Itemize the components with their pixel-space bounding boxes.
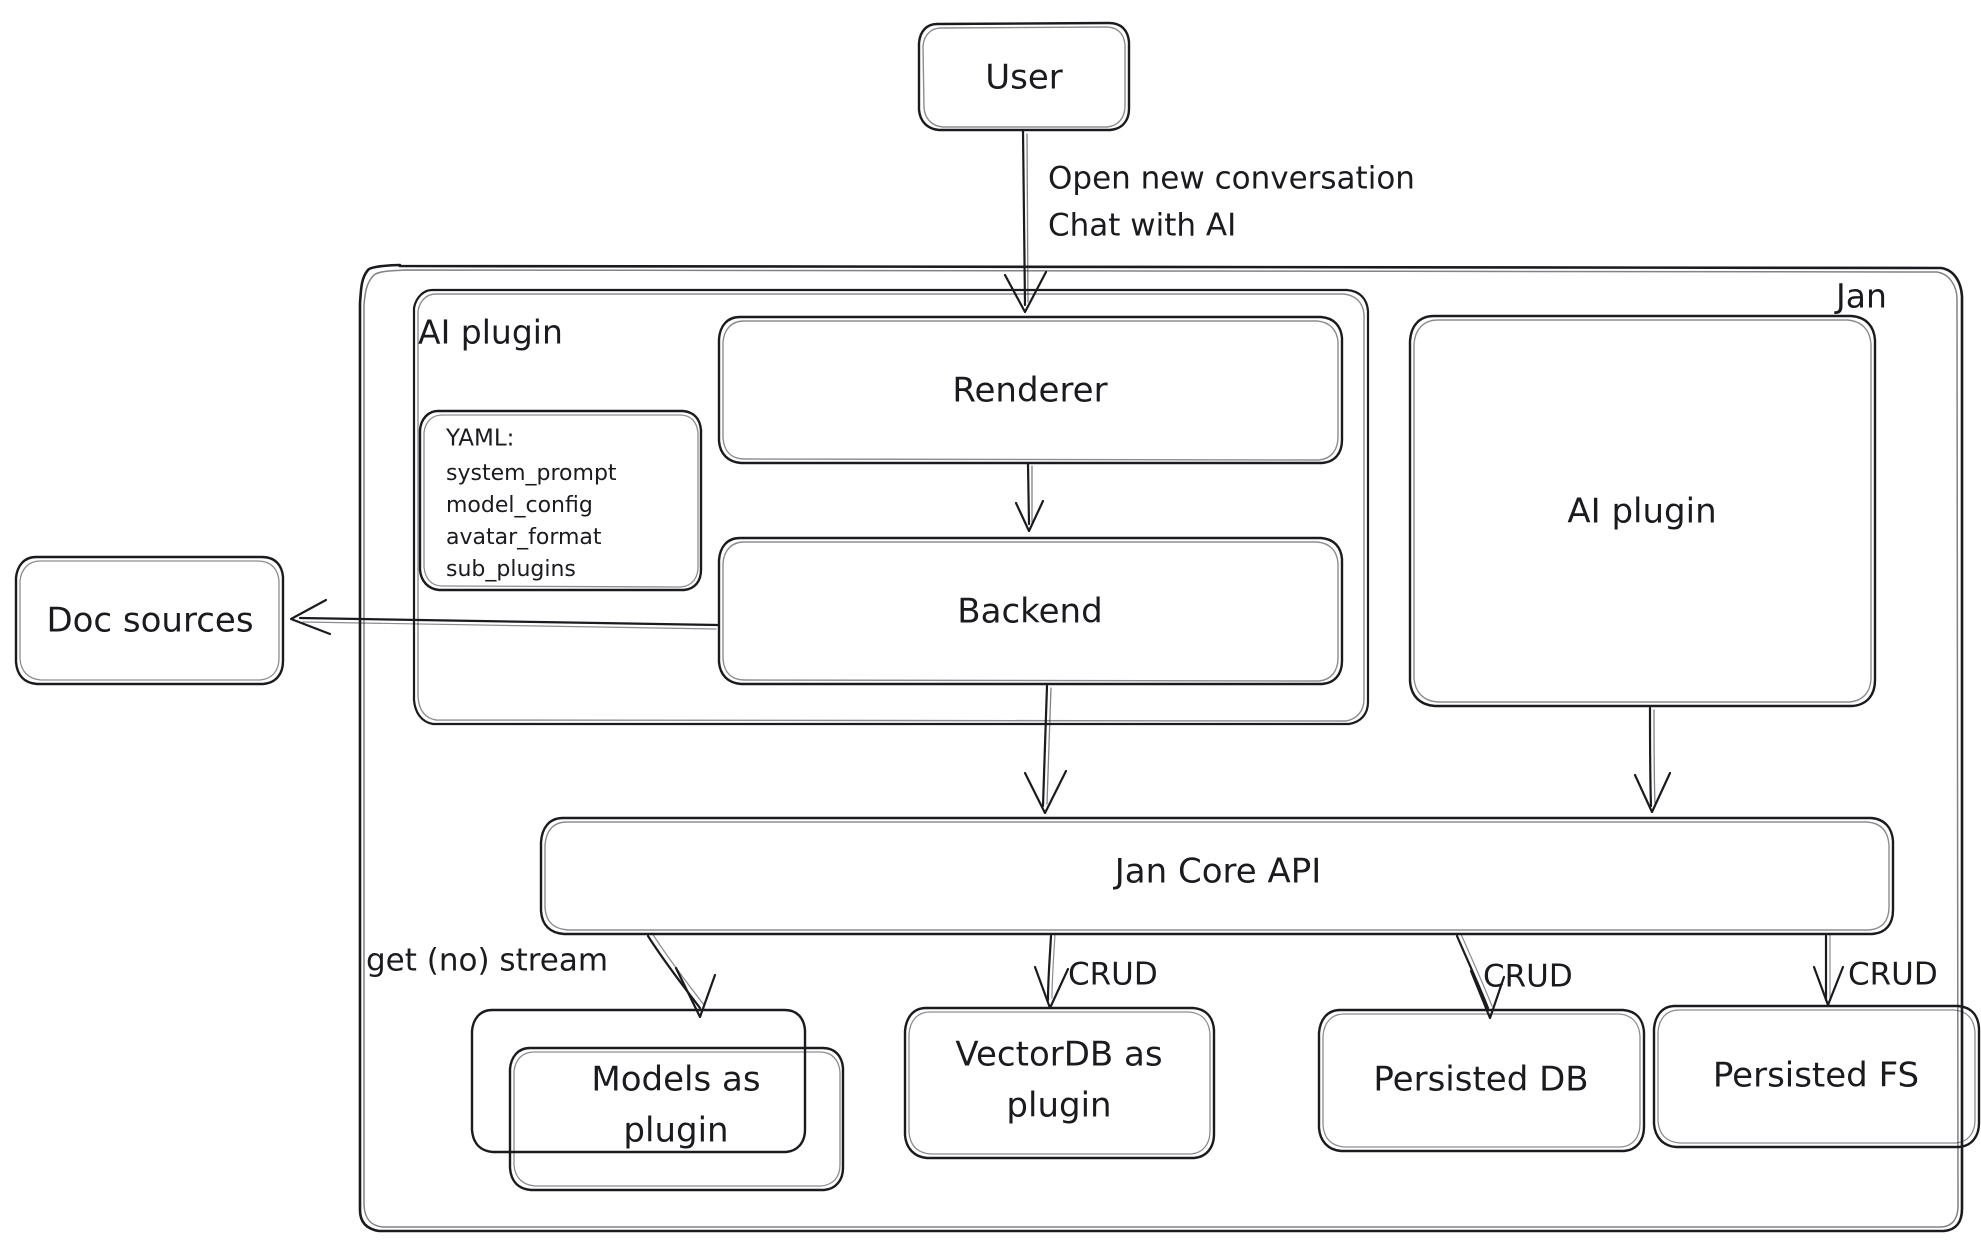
container-ai-plugin-group-label: AI plugin	[418, 313, 563, 352]
node-jan-core-api-label: Jan Core API	[1113, 852, 1322, 892]
node-models-plugin-label-line2: plugin	[623, 1111, 728, 1151]
node-persisted-fs[interactable]: Persisted FS	[1652, 1004, 1981, 1149]
edge-crud-db-label: CRUD	[1483, 959, 1573, 995]
node-ai-plugin-right[interactable]: AI plugin	[1408, 314, 1877, 708]
yaml-heading: YAML:	[445, 426, 514, 452]
edge-user-to-renderer: Open new conversation Chat with AI	[1003, 129, 1415, 314]
yaml-key-model-config: model_config	[446, 493, 593, 518]
yaml-key-system-prompt: system_prompt	[446, 461, 617, 486]
edge-user-label-line1: Open new conversation	[1048, 161, 1415, 197]
edge-core-api-to-persisted-db: CRUD	[1455, 933, 1573, 1020]
node-persisted-db[interactable]: Persisted DB	[1317, 1008, 1646, 1153]
yaml-key-avatar-format: avatar_format	[446, 525, 602, 550]
node-vectordb-plugin[interactable]: VectorDB as plugin	[903, 1006, 1216, 1160]
node-ai-plugin-right-label: AI plugin	[1567, 492, 1716, 532]
edge-backend-to-doc-sources	[289, 598, 720, 636]
edge-core-api-to-persisted-fs: CRUD	[1812, 933, 1938, 1007]
card-yaml-config[interactable]: YAML: system_prompt model_config avatar_…	[418, 409, 703, 592]
node-models-plugin-label-line1: Models as	[591, 1060, 760, 1100]
edge-renderer-to-backend	[1014, 462, 1045, 533]
container-ai-plugin-group[interactable]: AI plugin	[412, 288, 1370, 726]
edge-crud-vectordb-label: CRUD	[1068, 957, 1158, 993]
container-jan-label: Jan	[1834, 277, 1887, 316]
node-renderer-label: Renderer	[952, 371, 1107, 411]
edge-get-no-stream-label: get (no) stream	[366, 943, 608, 979]
node-renderer[interactable]: Renderer	[717, 315, 1344, 465]
node-backend-label: Backend	[957, 592, 1102, 632]
node-vectordb-plugin-label-line2: plugin	[1006, 1086, 1111, 1126]
node-persisted-db-label: Persisted DB	[1373, 1060, 1588, 1100]
node-backend[interactable]: Backend	[717, 536, 1344, 686]
node-persisted-fs-label: Persisted FS	[1713, 1056, 1919, 1096]
container-jan[interactable]: Jan	[358, 263, 1964, 1233]
edge-core-api-to-models: get (no) stream	[366, 932, 717, 1019]
edge-crud-fs-label: CRUD	[1848, 957, 1938, 993]
edge-backend-to-core-api	[1023, 684, 1068, 815]
node-vectordb-plugin-label-line1: VectorDB as	[955, 1035, 1162, 1075]
yaml-key-sub-plugins: sub_plugins	[446, 557, 576, 582]
node-doc-sources-label: Doc sources	[46, 601, 253, 641]
edge-core-api-to-vectordb: CRUD	[1033, 933, 1158, 1010]
edge-user-label-line2: Chat with AI	[1048, 208, 1236, 244]
node-models-plugin[interactable]: Models as plugin	[470, 1008, 845, 1192]
node-user-label: User	[985, 58, 1063, 98]
edge-ai-plugin-to-core-api	[1633, 706, 1672, 814]
node-jan-core-api[interactable]: Jan Core API	[539, 816, 1895, 936]
node-user[interactable]: User	[917, 21, 1131, 132]
node-doc-sources[interactable]: Doc sources	[14, 555, 285, 686]
